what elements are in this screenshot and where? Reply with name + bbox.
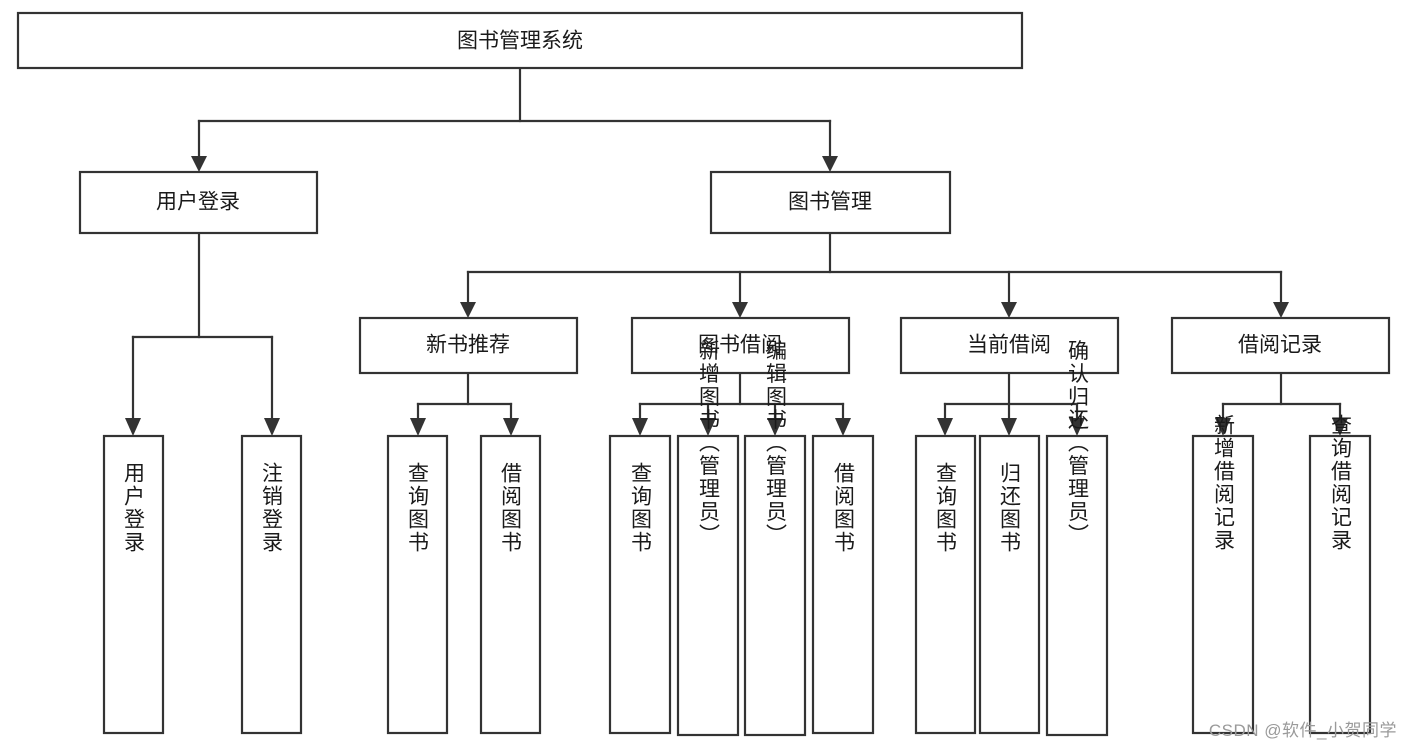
arrowhead-leaf-add-book bbox=[700, 418, 716, 436]
arrowhead-borrow-record bbox=[1273, 302, 1289, 318]
node-leaf-edit-book-label: 编辑图书（管理员） bbox=[764, 340, 788, 547]
node-leaf-user-logout-box[interactable] bbox=[240, 434, 303, 735]
node-leaf-query-book-2-label: 查询图书 bbox=[629, 462, 653, 554]
node-leaf-return-book[interactable]: 归还图书 bbox=[978, 434, 1041, 735]
node-leaf-query-book-3[interactable]: 查询图书 bbox=[914, 434, 977, 735]
node-leaf-return-book-label: 归还图书 bbox=[998, 462, 1022, 554]
arrowhead-leaf-query-book-3 bbox=[937, 418, 953, 436]
node-leaf-borrow-book-1[interactable]: 借阅图书 bbox=[479, 434, 542, 735]
node-leaf-add-book-box[interactable] bbox=[676, 434, 740, 737]
node-leaf-query-book-1-label: 查询图书 bbox=[406, 462, 430, 554]
node-user-login-box[interactable] bbox=[78, 170, 319, 235]
node-current-borrow-box[interactable] bbox=[899, 316, 1120, 375]
node-leaf-user-login-label: 用户登录 bbox=[122, 462, 146, 554]
arrowhead-leaf-borrow-book-2 bbox=[835, 418, 851, 436]
node-user-login-label: 用户登录 bbox=[156, 191, 240, 214]
arrowhead-book-borrow bbox=[732, 302, 748, 318]
node-current-borrow-label: 当前借阅 bbox=[967, 334, 1051, 357]
node-book-borrow-box[interactable] bbox=[630, 316, 851, 375]
node-user-login[interactable]: 用户登录 bbox=[78, 170, 319, 235]
node-leaf-query-book-1-box[interactable] bbox=[386, 434, 449, 735]
node-leaf-add-record-label: 新增借阅记录 bbox=[1212, 414, 1236, 552]
node-leaf-query-book-2-box[interactable] bbox=[608, 434, 672, 735]
node-leaf-query-book-3-box[interactable] bbox=[914, 434, 977, 735]
node-book-manage-label: 图书管理 bbox=[788, 191, 872, 214]
node-leaf-query-book-2[interactable]: 查询图书 bbox=[608, 434, 672, 735]
arrowhead-leaf-borrow-book-1 bbox=[503, 418, 519, 436]
node-leaf-add-record[interactable]: 新增借阅记录 bbox=[1191, 414, 1255, 735]
node-leaf-user-login-box[interactable] bbox=[102, 434, 165, 735]
arrowhead-leaf-edit-book bbox=[767, 418, 783, 436]
node-current-borrow[interactable]: 当前借阅 bbox=[899, 316, 1120, 375]
node-borrow-record-label: 借阅记录 bbox=[1238, 334, 1322, 357]
node-leaf-query-book-3-label: 查询图书 bbox=[934, 462, 958, 554]
node-leaf-edit-book-box[interactable] bbox=[743, 434, 807, 737]
node-new-book-recommend-box[interactable] bbox=[358, 316, 579, 375]
arrowhead-leaf-confirm-return bbox=[1069, 418, 1085, 436]
node-leaf-add-book-label: 新增图书（管理员） bbox=[697, 340, 721, 547]
node-borrow-record-box[interactable] bbox=[1170, 316, 1391, 375]
node-leaf-borrow-book-1-box[interactable] bbox=[479, 434, 542, 735]
connector-layer bbox=[125, 66, 1348, 436]
arrowhead-current-borrow bbox=[1001, 302, 1017, 318]
node-book-manage-box[interactable] bbox=[709, 170, 952, 235]
node-leaf-query-record[interactable]: 查询借阅记录 bbox=[1308, 414, 1372, 735]
arrowhead-new-book-recommend bbox=[460, 302, 476, 318]
arrowhead-leaf-query-record bbox=[1332, 418, 1348, 436]
node-root-label: 图书管理系统 bbox=[457, 30, 583, 53]
node-leaf-borrow-book-1-label: 借阅图书 bbox=[499, 462, 523, 554]
arrowhead-book-manage bbox=[822, 156, 838, 172]
node-leaf-confirm-return[interactable]: 确认归还（管理员） bbox=[1045, 340, 1109, 737]
node-leaf-add-book[interactable]: 新增图书（管理员） bbox=[676, 340, 740, 737]
node-leaf-edit-book[interactable]: 编辑图书（管理员） bbox=[743, 340, 807, 737]
node-leaf-borrow-book-2[interactable]: 借阅图书 bbox=[811, 434, 875, 735]
node-leaf-return-book-box[interactable] bbox=[978, 434, 1041, 735]
arrowhead-user-login bbox=[191, 156, 207, 172]
node-new-book-recommend-label: 新书推荐 bbox=[426, 334, 510, 357]
node-book-borrow-label: 图书借阅 bbox=[698, 334, 782, 357]
node-book-borrow[interactable]: 图书借阅 bbox=[630, 316, 851, 375]
node-leaf-borrow-book-2-label: 借阅图书 bbox=[832, 462, 856, 554]
node-borrow-record[interactable]: 借阅记录 bbox=[1170, 316, 1391, 375]
node-leaf-confirm-return-box[interactable] bbox=[1045, 434, 1109, 737]
node-leaf-borrow-book-2-box[interactable] bbox=[811, 434, 875, 735]
arrowhead-leaf-query-book-2 bbox=[632, 418, 648, 436]
node-leaf-user-logout-label: 注销登录 bbox=[260, 462, 284, 554]
node-leaf-query-record-box[interactable] bbox=[1308, 434, 1372, 735]
node-leaf-confirm-return-label: 确认归还（管理员） bbox=[1066, 340, 1090, 547]
node-book-manage[interactable]: 图书管理 bbox=[709, 170, 952, 235]
arrowhead-leaf-user-logout bbox=[264, 418, 280, 436]
arrowhead-leaf-add-record bbox=[1215, 418, 1231, 436]
arrowhead-leaf-return-book bbox=[1001, 418, 1017, 436]
node-leaf-add-record-box[interactable] bbox=[1191, 434, 1255, 735]
node-root-box[interactable] bbox=[16, 11, 1024, 70]
node-leaf-user-logout[interactable]: 注销登录 bbox=[240, 434, 303, 735]
node-new-book-recommend[interactable]: 新书推荐 bbox=[358, 316, 579, 375]
node-leaf-query-record-label: 查询借阅记录 bbox=[1329, 414, 1353, 552]
node-root[interactable]: 图书管理系统 bbox=[16, 11, 1024, 70]
node-leaf-query-book-1[interactable]: 查询图书 bbox=[386, 434, 449, 735]
arrowhead-leaf-query-book-1 bbox=[410, 418, 426, 436]
node-leaf-user-login[interactable]: 用户登录 bbox=[102, 434, 165, 735]
arrowhead-leaf-user-login bbox=[125, 418, 141, 436]
